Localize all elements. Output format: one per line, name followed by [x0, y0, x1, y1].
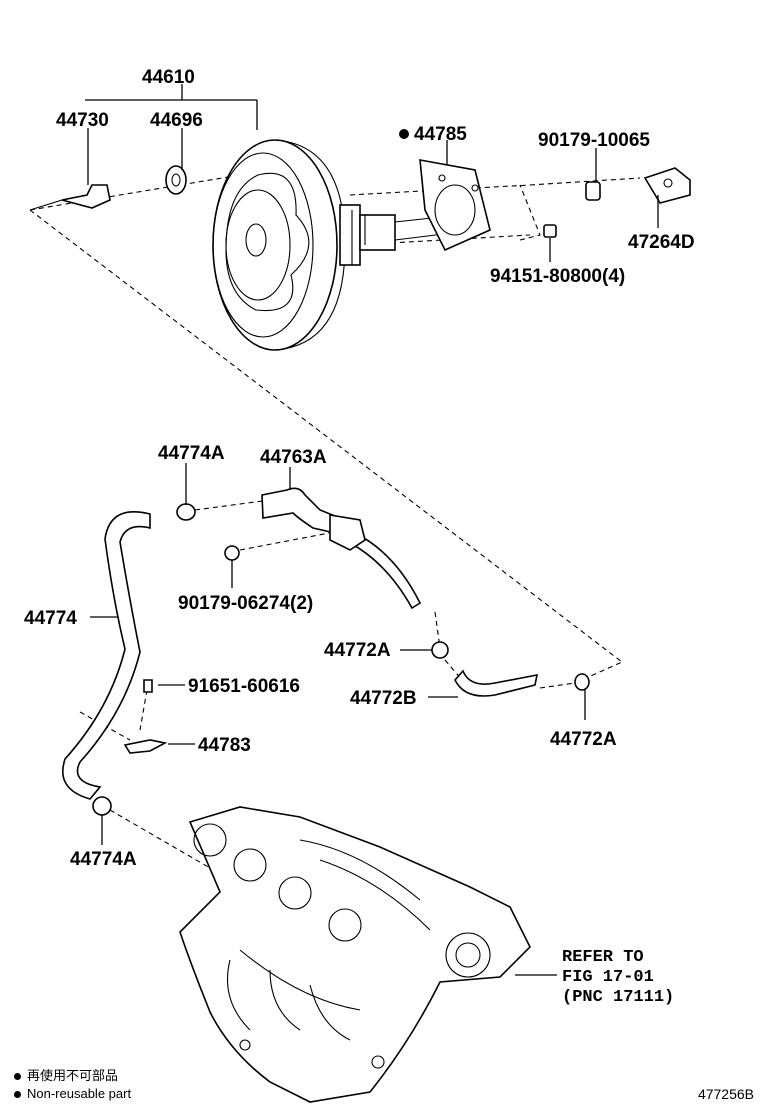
legend-jp-text: 再使用不可部品 — [27, 1068, 119, 1083]
reference-line-2: FIG 17-01 — [562, 968, 654, 987]
label-44774a-bottom: 44774A — [70, 849, 137, 870]
check-valve-44730 — [29, 184, 111, 211]
bolt-91651 — [143, 679, 153, 693]
label-44696: 44696 — [150, 110, 203, 131]
reference-line-1: REFER TO — [562, 948, 644, 967]
label-44783: 44783 — [198, 735, 251, 756]
grommet-44696 — [165, 165, 187, 195]
legend-en-text: Non-reusable part — [27, 1086, 132, 1101]
label-44774a-top: 44774A — [158, 443, 225, 464]
illustration-code: 477256B — [697, 1086, 754, 1102]
nut-90179-06274 — [224, 545, 240, 561]
clamp-44774a-top — [176, 503, 196, 521]
nut-90179-10065 — [585, 181, 601, 201]
hose-44772b — [454, 669, 539, 697]
label-44730: 44730 — [56, 110, 109, 131]
vacuum-hose-44774 — [62, 510, 151, 800]
brake-booster — [212, 139, 461, 351]
label-44772b: 44772B — [350, 688, 417, 709]
label-90179-06274: 90179-06274(2) — [178, 593, 313, 614]
label-44772a-right: 44772A — [550, 729, 617, 750]
label-44610: 44610 — [142, 67, 195, 88]
label-47264d: 47264D — [628, 232, 695, 253]
leader-lines — [85, 84, 659, 976]
legend-row-en: Non-reusable part — [14, 1085, 131, 1103]
bracket-44783 — [123, 739, 168, 754]
reference-line-3: (PNC 17111) — [562, 988, 674, 1007]
non-reusable-marker — [399, 129, 409, 139]
legend-row-jp: 再使用不可部品 — [14, 1067, 131, 1085]
vacuum-pipe-44763a — [261, 487, 422, 610]
clamp-44772a-mid — [431, 641, 449, 659]
gasket-44785 — [419, 159, 491, 252]
clevis-47264d — [643, 167, 691, 204]
clamp-44774a-bottom — [92, 796, 112, 816]
intake-manifold — [179, 806, 531, 1103]
label-44774: 44774 — [24, 608, 77, 629]
label-44772a-mid: 44772A — [324, 640, 391, 661]
legend: 再使用不可部品 Non-reusable part — [14, 1067, 131, 1103]
bullet-icon — [14, 1072, 21, 1080]
bullet-icon — [14, 1090, 21, 1098]
label-91651-60616: 91651-60616 — [188, 676, 300, 697]
label-44763a: 44763A — [260, 447, 327, 468]
nut-94151 — [543, 224, 557, 238]
label-94151-80800: 94151-80800(4) — [490, 266, 625, 287]
label-44785: 44785 — [414, 124, 467, 145]
label-90179-10065: 90179-10065 — [538, 130, 650, 151]
clamp-44772a-right — [574, 673, 590, 691]
